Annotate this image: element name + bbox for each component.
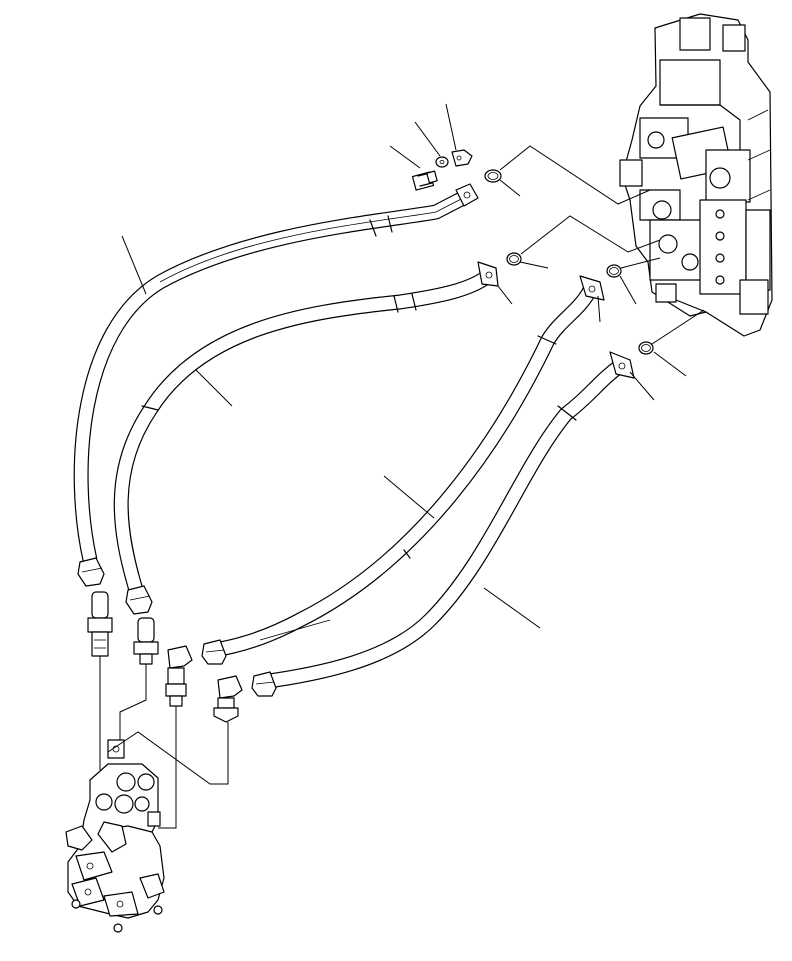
hose	[212, 286, 597, 658]
adapter	[87, 591, 113, 657]
pilot-valve	[65, 739, 165, 933]
adapter	[133, 617, 159, 665]
split-flange	[451, 149, 473, 167]
hose-flange	[455, 183, 479, 207]
hose-nut	[201, 639, 227, 665]
hose-nut	[125, 585, 153, 615]
hose-nut	[251, 671, 277, 697]
hose	[73, 190, 469, 562]
hose-nut	[77, 557, 105, 587]
bolt	[411, 170, 438, 191]
elbow-fitting	[165, 645, 193, 707]
elbow-fitting	[213, 675, 243, 723]
hose-flange	[609, 351, 635, 379]
o-ring	[638, 341, 654, 355]
hose	[113, 269, 493, 593]
hose-flange	[579, 275, 605, 301]
port-connection-lines	[99, 656, 229, 829]
port-alignment-lines	[499, 145, 705, 345]
hose	[260, 359, 625, 690]
o-ring	[606, 264, 622, 278]
washer	[435, 156, 449, 168]
callout-leaders	[121, 103, 687, 629]
o-ring	[506, 252, 522, 266]
control-valve	[619, 13, 773, 337]
o-ring	[484, 169, 502, 183]
